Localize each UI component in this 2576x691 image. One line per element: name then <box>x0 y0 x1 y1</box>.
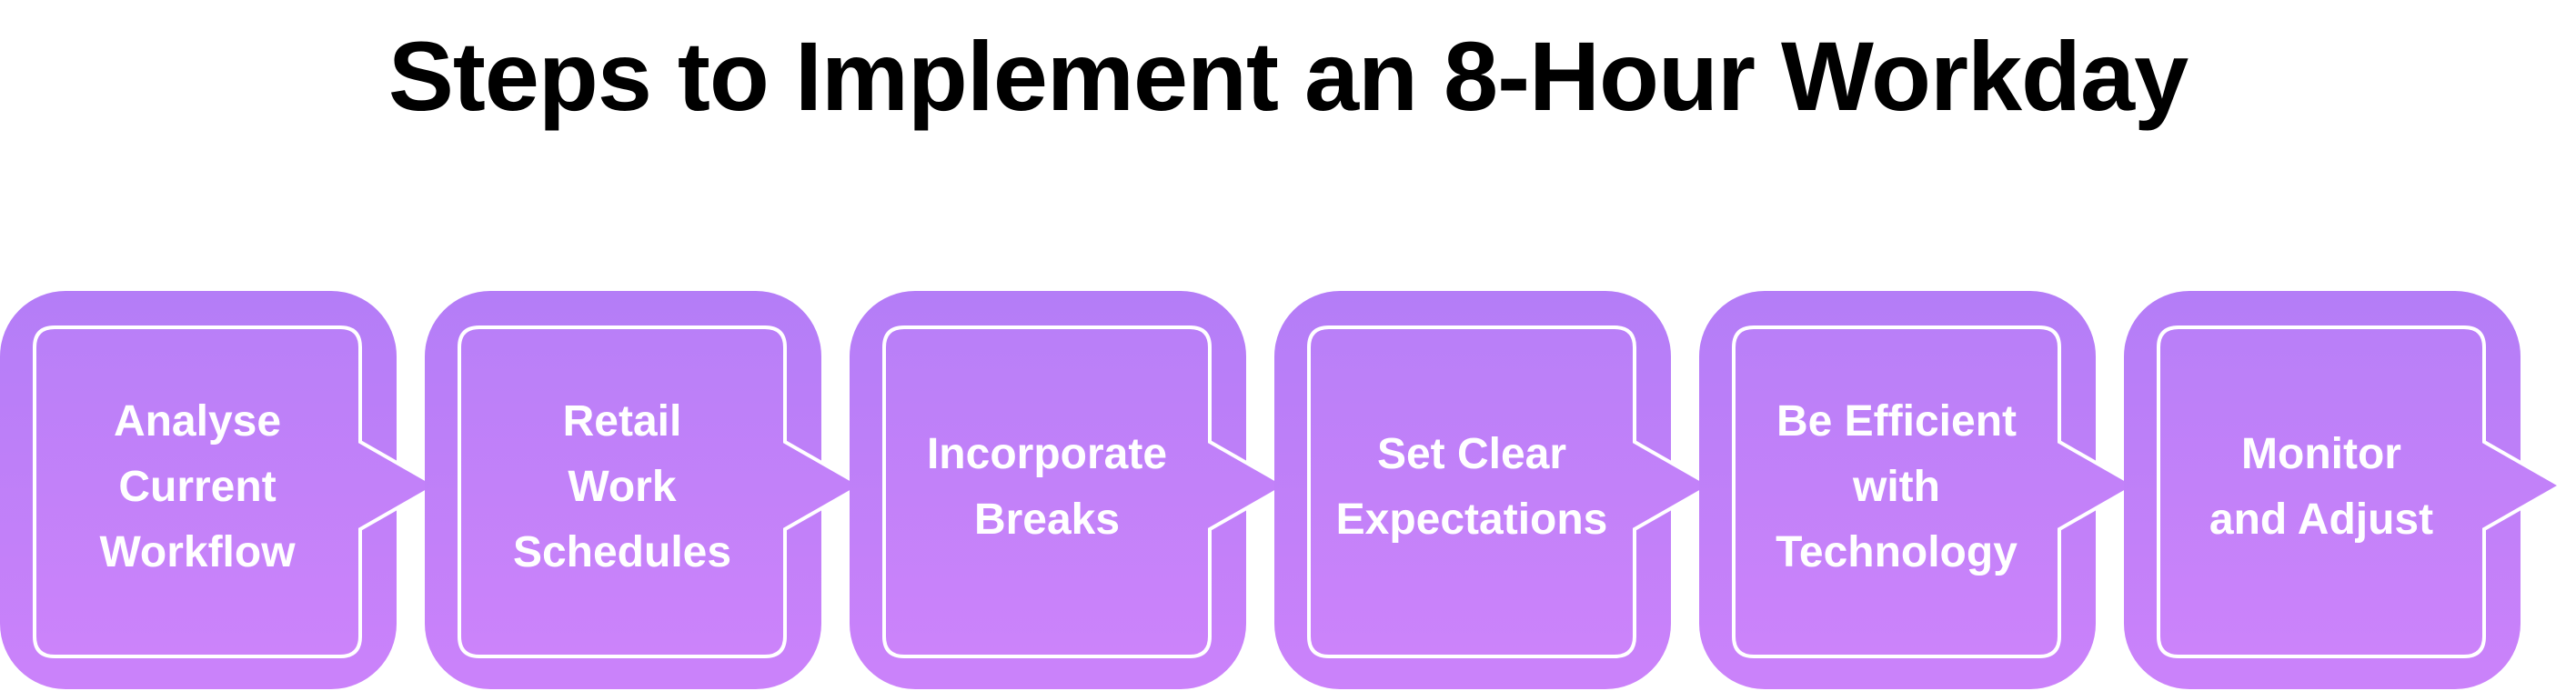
step-label-line: Be Efficient <box>1776 397 2017 446</box>
step-label-line: Technology <box>1776 528 2018 576</box>
step-arrow-shape <box>33 325 441 658</box>
step-label-line: Monitor <box>2241 430 2401 478</box>
step-arrow-shape <box>882 325 1291 658</box>
steps-group: AnalyseCurrentWorkflowRetailWorkSchedule… <box>0 291 2565 689</box>
step-6: Monitor and Adjust <box>2124 291 2565 689</box>
step-label-line: Incorporate <box>927 430 1167 478</box>
step-label-line: Expectations <box>1336 496 1608 544</box>
step-label-line: Schedules <box>513 528 731 576</box>
page-title: Steps to Implement an 8-Hour Workday <box>387 21 2189 131</box>
step-arrow-shape <box>2157 325 2565 658</box>
step-arrow-shape <box>1732 325 2140 658</box>
step-label-line: Analyse <box>114 397 281 446</box>
step-label-line: Retail <box>563 397 682 446</box>
step-label-line: and Adjust <box>2209 496 2433 544</box>
step-arrow-shape <box>1307 325 1716 658</box>
step-label-line: Workflow <box>99 528 296 576</box>
step-label-line: Work <box>568 463 676 511</box>
step-label-line: Current <box>118 463 276 511</box>
step-arrow-shape <box>458 325 866 658</box>
step-label-line: Breaks <box>974 496 1120 544</box>
step-label-line: with <box>1852 463 1940 511</box>
step-label-line: Set Clear <box>1377 430 1566 478</box>
